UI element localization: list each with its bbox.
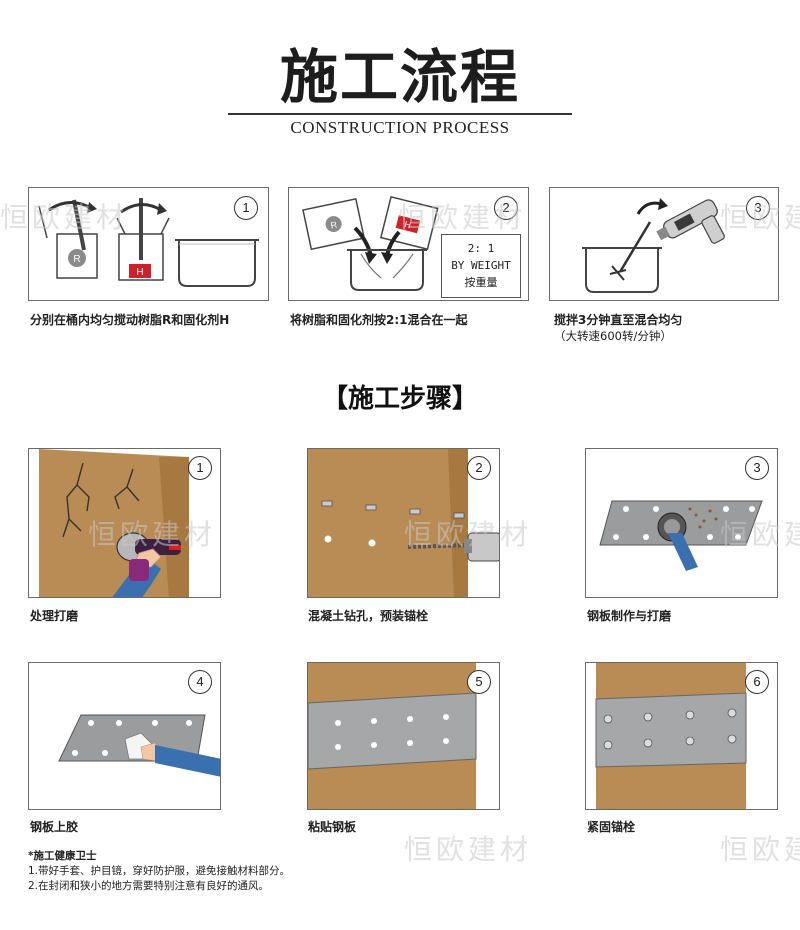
process-caption-2: 将树脂和固化剂按2:1混合在一起 [290,313,468,327]
watermark: 恒欧建材 [720,833,800,866]
title-divider [228,113,572,115]
watermark: 恒欧建材 [720,201,800,234]
watermark: 恒欧建材 [404,833,533,866]
process-panel-3: 3 [549,187,779,301]
step-caption-2: 混凝土钻孔，预装锚栓 [308,609,429,623]
step-caption-6: 紧固锚栓 [587,820,636,834]
mix-resin-illustration: R H [302,195,439,291]
stir-buckets-illustration: R H [38,198,259,287]
watermark: 恒欧建材 [404,518,533,551]
step-caption-4: 钢板上胶 [30,820,79,834]
tighten-anchor-illustration [595,663,747,809]
process-panel-2: R H 2: 1 BY WEIGHT 按重量 2 [288,187,529,301]
step-caption-3: 钢板制作与打磨 [587,609,672,623]
steel-grinding-illustration [599,500,763,571]
svg-text:H: H [403,219,412,230]
process-number-2: 2 [494,196,518,220]
h-label: H [136,267,143,278]
process-number-1: 1 [234,196,258,220]
step-panel-1: 1 [28,448,221,598]
step-number-2: 2 [467,456,491,480]
safety-note-2: 2.在封闭和狭小的地方需要特别注意有良好的通风。 [28,880,270,892]
ratio-value: 2: 1 [467,242,495,255]
drill-mixer-illustration [582,198,725,293]
watermark: 恒欧建材 [720,518,800,551]
step-number-3: 3 [745,456,769,480]
process-panel-1: R H 1 [28,187,269,301]
step-panel-2: 2 [307,448,500,598]
drilling-illustration [308,449,499,597]
step-panel-6: 6 [585,662,778,810]
bond-plate-illustration [308,663,477,809]
grinding-illustration [39,449,189,597]
step-panel-3: 3 [585,448,778,598]
process-caption-3: 搅拌3分钟直至混合均匀 [554,313,683,327]
step-number-6: 6 [745,670,769,694]
apply-adhesive-illustration [58,714,220,777]
svg-text:R: R [330,219,339,230]
process-subcaption-3: （大转速600转/分钟） [554,329,672,343]
step-caption-5: 粘贴钢板 [308,820,357,834]
ratio-label-box: 2: 1 BY WEIGHT 按重量 [441,234,521,298]
page-title: 施工流程 [279,43,520,111]
watermark: 恒欧建材 [0,201,129,234]
watermark: 恒欧建材 [88,518,217,551]
ratio-by-weight-cn: 按重量 [464,276,498,289]
safety-notes-title: *施工健康卫士 [28,850,97,862]
process-caption-1: 分别在桶内均匀搅动树脂R和固化剂H [30,313,230,327]
step-caption-1: 处理打磨 [30,609,79,623]
ratio-by-weight: BY WEIGHT [451,259,511,272]
r-label: R [73,254,80,265]
step-number-4: 4 [188,670,212,694]
step-panel-5: 5 [307,662,500,810]
watermark: 恒欧建材 [398,201,527,234]
step-panel-4: 4 [28,662,221,810]
step-number-5: 5 [467,670,491,694]
step-number-1: 1 [188,456,212,480]
section-title: 【施工步骤】 [321,384,478,414]
page-subtitle: CONSTRUCTION PROCESS [290,118,510,137]
safety-note-1: 1.带好手套、护目镜，穿好防护服，避免接触材料部分。 [28,865,291,877]
process-number-3: 3 [746,196,770,220]
